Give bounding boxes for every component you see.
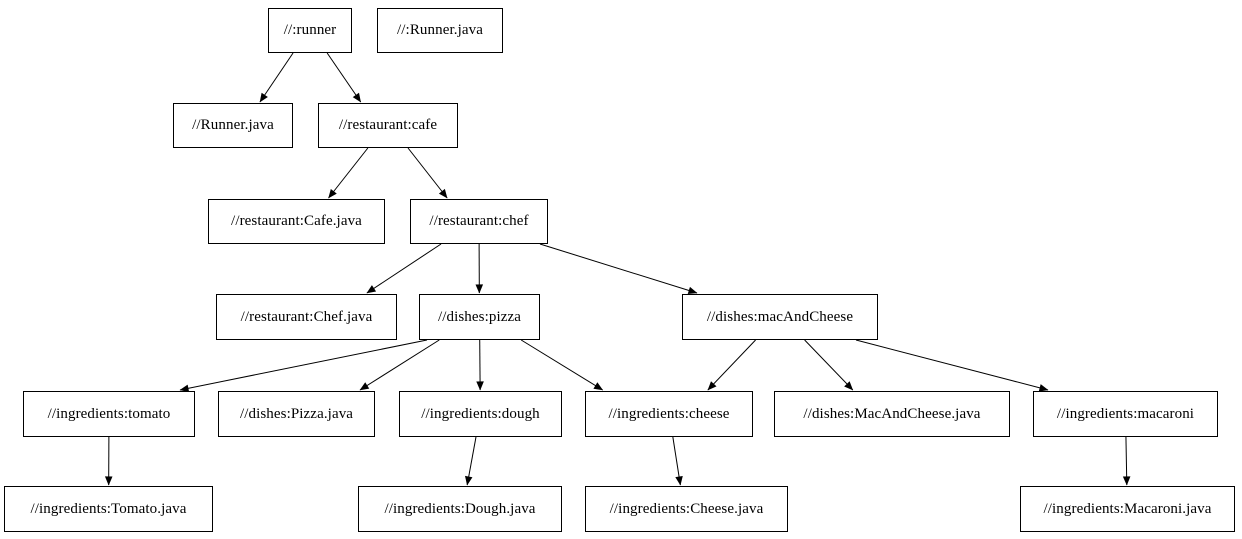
graph-node-chef-java: //restaurant:Chef.java [216,294,397,340]
graph-node-cafe-java: //restaurant:Cafe.java [208,199,385,244]
node-label: //restaurant:Cafe.java [231,213,362,229]
node-label: //ingredients:Cheese.java [609,500,764,517]
graph-node-mac-and-cheese-java: //dishes:MacAndCheese.java [774,391,1010,437]
node-label: //Runner.java [192,117,274,133]
node-label: //ingredients:cheese [608,405,730,422]
graph-node-macaroni: //ingredients:macaroni [1033,391,1218,437]
node-label: //restaurant:Chef.java [240,308,373,325]
graph-node-pizza: //dishes:pizza [419,294,540,340]
graph-node-cheese-java: //ingredients:Cheese.java [585,486,788,532]
node-label: //restaurant:cafe [338,117,438,133]
graph-node-pizza-java: //dishes:Pizza.java [218,391,375,437]
node-label: //restaurant:chef [429,213,529,229]
node-label: //ingredients:macaroni [1056,405,1195,422]
node-label: //ingredients:Tomato.java [30,500,187,517]
graph-node-runner: //:runner [268,8,352,53]
node-label: //ingredients:Macaroni.java [1043,500,1212,517]
graph-node-dough: //ingredients:dough [399,391,562,437]
graph-node-cheese: //ingredients:cheese [585,391,753,437]
node-label: //dishes:pizza [437,308,522,325]
graph-node-runner-java-target: //:Runner.java [377,8,503,53]
graph-node-tomato: //ingredients:tomato [23,391,195,437]
graph-node-tomato-java: //ingredients:Tomato.java [4,486,213,532]
node-label: //ingredients:dough [421,405,540,422]
graph-node-runner-java: //Runner.java [173,103,293,148]
node-label: //ingredients:tomato [47,405,171,422]
node-label: //ingredients:Dough.java [384,500,536,517]
node-label: //:Runner.java [397,22,483,38]
graph-node-chef: //restaurant:chef [410,199,548,244]
graph-node-dough-java: //ingredients:Dough.java [358,486,562,532]
graph-node-cafe: //restaurant:cafe [318,103,458,148]
node-label: //:runner [283,22,337,38]
graph-node-macaroni-java: //ingredients:Macaroni.java [1020,486,1235,532]
graph-node-mac-and-cheese: //dishes:macAndCheese [682,294,878,340]
node-label: //dishes:macAndCheese [706,308,854,325]
node-label: //dishes:Pizza.java [239,405,354,422]
node-label: //dishes:MacAndCheese.java [803,405,981,422]
